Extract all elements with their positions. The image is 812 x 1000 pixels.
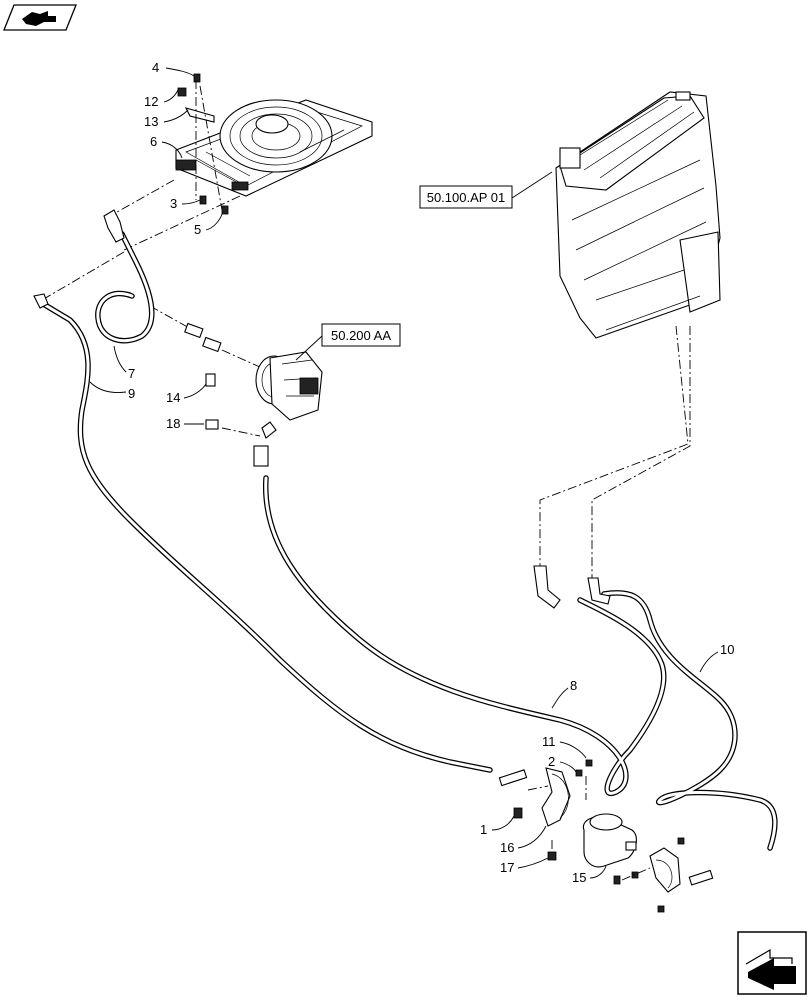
callout-17: 17 bbox=[500, 857, 549, 875]
svg-text:2: 2 bbox=[548, 754, 555, 769]
svg-text:18: 18 bbox=[166, 416, 180, 431]
callout-7: 7 bbox=[113, 345, 135, 381]
bolt-4 bbox=[193, 73, 201, 83]
svg-text:9: 9 bbox=[128, 386, 135, 401]
screw-11 bbox=[585, 759, 593, 767]
callout-3: 3 bbox=[170, 196, 201, 211]
svg-text:4: 4 bbox=[152, 60, 159, 75]
callout-10: 10 bbox=[699, 642, 734, 673]
hose-7 bbox=[95, 231, 155, 344]
svg-text:16: 16 bbox=[500, 840, 514, 855]
svg-text:11: 11 bbox=[542, 734, 556, 749]
valve-18 bbox=[205, 419, 219, 430]
hose-10 bbox=[601, 590, 778, 851]
screw-17 bbox=[547, 851, 557, 861]
ref-box-compressor[interactable]: 50.200 AA bbox=[295, 323, 401, 361]
screw-right-3 bbox=[657, 905, 665, 913]
callout-9: 9 bbox=[89, 381, 135, 401]
bracket-16 bbox=[541, 767, 571, 827]
svg-text:1: 1 bbox=[480, 822, 487, 837]
callout-14: 14 bbox=[166, 383, 207, 405]
callout-12: 12 bbox=[144, 89, 179, 109]
bolt-3 bbox=[199, 195, 207, 205]
callout-2: 2 bbox=[548, 754, 577, 773]
fitting-hvac-right bbox=[587, 577, 611, 605]
callout-18: 18 bbox=[166, 416, 204, 431]
fitting-drier-right bbox=[688, 869, 714, 886]
svg-text:6: 6 bbox=[150, 134, 157, 149]
next-page-arrow-icon[interactable] bbox=[737, 931, 807, 995]
callout-5: 5 bbox=[194, 213, 223, 237]
fitting-drier-left bbox=[498, 769, 528, 787]
callout-1: 1 bbox=[480, 815, 515, 837]
svg-text:12: 12 bbox=[144, 94, 158, 109]
svg-text:13: 13 bbox=[144, 114, 158, 129]
hvac-unit bbox=[555, 91, 721, 339]
callout-6: 6 bbox=[150, 134, 183, 159]
compressor bbox=[255, 351, 323, 421]
screw-1 bbox=[513, 807, 523, 819]
screw-right-2 bbox=[631, 871, 639, 879]
drier-15 bbox=[582, 813, 637, 868]
svg-text:17: 17 bbox=[500, 860, 514, 875]
hose-9 bbox=[37, 299, 493, 773]
callout-13: 13 bbox=[144, 109, 189, 129]
callout-8: 8 bbox=[551, 678, 577, 709]
book-arrow-icon[interactable] bbox=[3, 4, 77, 31]
bolt-5 bbox=[221, 205, 229, 215]
condenser-fan-assembly bbox=[175, 99, 373, 197]
svg-text:3: 3 bbox=[170, 196, 177, 211]
screw-2 bbox=[575, 769, 583, 777]
nut-12 bbox=[177, 87, 187, 97]
screw-right-4 bbox=[677, 837, 685, 845]
fitting-upper bbox=[184, 322, 222, 353]
fitting-lower bbox=[253, 421, 277, 467]
svg-text:7: 7 bbox=[128, 366, 135, 381]
bracket-right bbox=[649, 847, 681, 893]
callout-16: 16 bbox=[500, 825, 547, 855]
svg-text:8: 8 bbox=[570, 678, 577, 693]
screw-right-1 bbox=[613, 875, 621, 885]
svg-text:10: 10 bbox=[720, 642, 734, 657]
hose-8 bbox=[263, 475, 667, 796]
callout-15: 15 bbox=[572, 865, 607, 885]
svg-text:15: 15 bbox=[572, 870, 586, 885]
svg-text:14: 14 bbox=[166, 390, 180, 405]
fitting-condenser bbox=[33, 209, 125, 309]
svg-text:5: 5 bbox=[194, 222, 201, 237]
callout-11: 11 bbox=[542, 734, 587, 759]
svg-text:50.200 AA: 50.200 AA bbox=[331, 328, 391, 343]
valve-14 bbox=[205, 373, 216, 387]
callout-4: 4 bbox=[152, 60, 195, 77]
svg-text:50.100.AP 01: 50.100.AP 01 bbox=[427, 190, 506, 205]
ref-box-hvac[interactable]: 50.100.AP 01 bbox=[419, 171, 553, 209]
fitting-hvac-left bbox=[533, 565, 561, 609]
